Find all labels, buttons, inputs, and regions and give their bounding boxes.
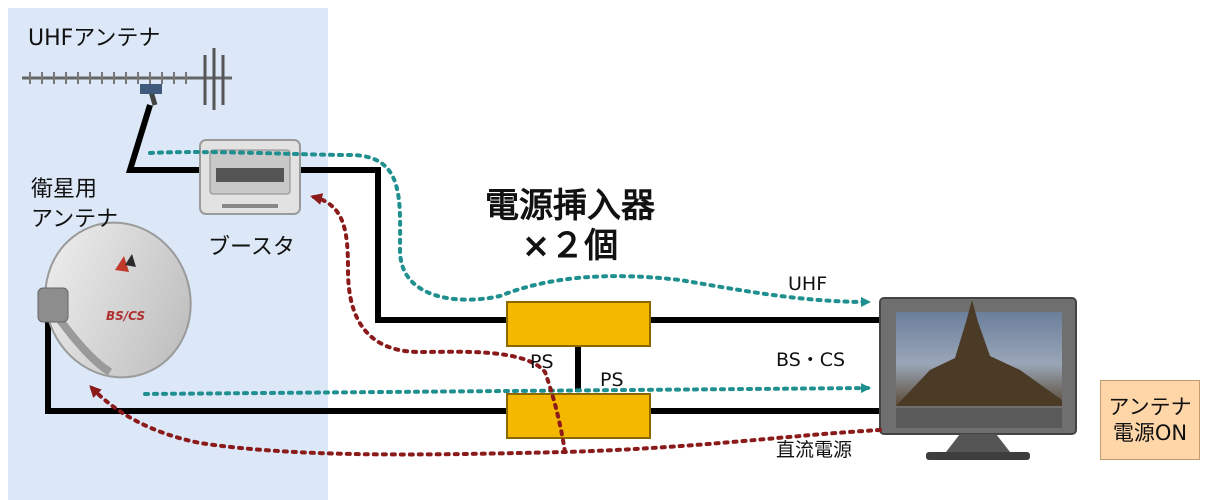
satellite-dish-icon <box>37 221 192 379</box>
title-line2: ×２個 <box>521 226 619 266</box>
booster-icon <box>199 139 301 215</box>
tv-icon <box>879 297 1077 460</box>
on-box-line2: 電源ON <box>1112 421 1188 445</box>
bscs-signal-flow <box>143 383 871 396</box>
title-line1: 電源挿入器 <box>485 186 655 226</box>
inserter-upper <box>506 301 651 347</box>
uhf-signal-flow <box>148 150 871 307</box>
uhf-signal-label: UHF <box>788 273 828 295</box>
dc-power-label: 直流電源 <box>776 439 853 461</box>
inserter-lower <box>506 393 651 439</box>
on-box-line1: アンテナ <box>1108 394 1192 419</box>
uhf-antenna-icon <box>22 48 232 110</box>
dc-power-flow-to-booster <box>310 193 567 454</box>
uhf-antenna-label: UHFアンテナ <box>28 26 161 51</box>
antenna-power-on-box: アンテナ 電源ON <box>1100 380 1200 460</box>
satellite-antenna-label-line2: アンテナ <box>31 207 119 232</box>
bscs-signal-label: BS・CS <box>776 349 846 371</box>
dc-power-flow-to-dish <box>89 385 882 457</box>
ps-lower-label: PS <box>600 369 624 391</box>
satellite-antenna-label-line1: 衛星用 <box>31 177 98 202</box>
booster-label: ブースタ <box>208 235 295 260</box>
ps-upper-label: PS <box>530 351 554 373</box>
dish-logo: BS/CS <box>106 309 146 323</box>
